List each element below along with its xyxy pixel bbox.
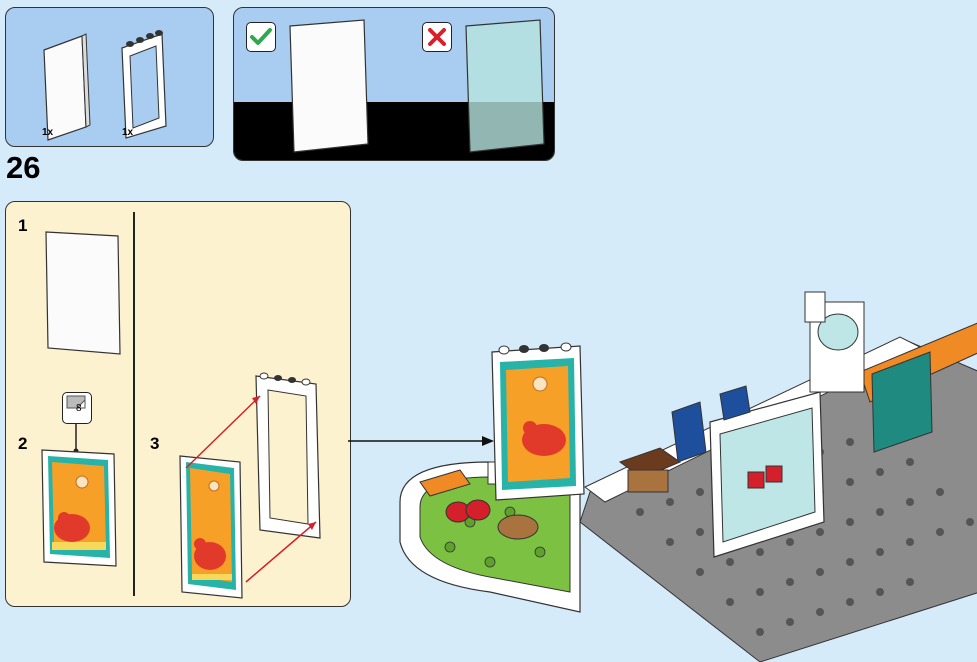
sticker-icon	[66, 395, 86, 409]
door-handle	[747, 471, 765, 489]
comparison-callout	[233, 7, 555, 161]
white-pane-correct	[289, 19, 369, 153]
placement-arrow	[348, 436, 494, 446]
stump-table	[497, 514, 539, 540]
window-frame-step3	[255, 372, 321, 539]
transparent-pane-wrong	[465, 19, 545, 153]
glass-pane-qty: 1x	[42, 127, 54, 138]
check-icon	[246, 22, 276, 52]
cross-icon	[422, 22, 452, 52]
attach-arrows	[185, 395, 317, 583]
substep-divider	[133, 212, 135, 596]
window-frame-qty: 1x	[122, 127, 134, 138]
step-number: 26	[6, 150, 41, 185]
sticker-badge: 8	[62, 392, 92, 424]
substep-panel: 1 2 8 3	[5, 201, 351, 607]
decorated-pane-step3	[179, 455, 243, 599]
substep-label-1: 1	[18, 216, 28, 235]
decorated-pane-step2	[41, 449, 117, 567]
substep-label-2: 2	[18, 434, 28, 453]
glass-pane-step1	[45, 231, 121, 355]
build-model	[399, 291, 977, 662]
glass-pane-part	[43, 33, 91, 141]
teal-panel	[871, 351, 933, 453]
parts-callout: 1x 1x	[5, 7, 214, 147]
blue-seat	[671, 401, 707, 463]
sticker-number: 8	[76, 403, 82, 414]
substep-label-3: 3	[150, 434, 160, 453]
window-frame-part	[121, 30, 167, 139]
